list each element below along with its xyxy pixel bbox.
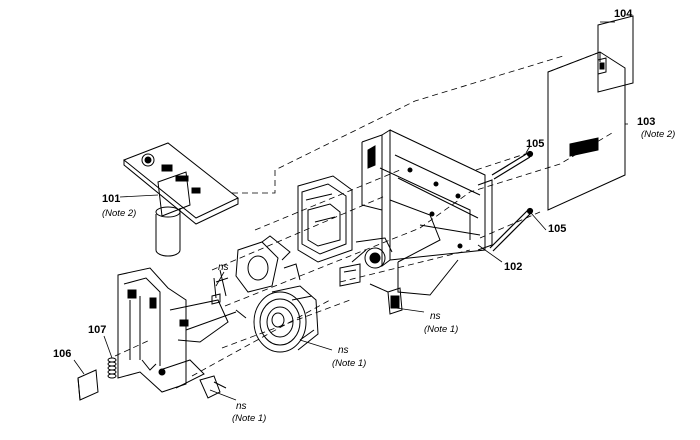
flex-connector xyxy=(369,283,403,315)
label-ns-right-note: (Note 1) xyxy=(424,324,459,335)
label-105-top: 105 xyxy=(526,138,545,150)
zoom-mechanism xyxy=(215,235,301,297)
label-106: 106 xyxy=(53,348,72,360)
label-101-note: (Note 2) xyxy=(102,208,137,219)
label-101: 101 xyxy=(102,193,121,205)
label-ns-right: ns xyxy=(430,311,441,322)
label-104: 104 xyxy=(614,8,633,20)
label-102: 102 xyxy=(504,261,523,273)
label-103: 103 xyxy=(637,116,656,128)
part-102-frame xyxy=(361,129,493,296)
label-ns-top: ns xyxy=(218,262,229,273)
part-107-spring xyxy=(107,357,117,379)
label-ns-bottom-note: (Note 1) xyxy=(232,413,267,424)
label-107: 107 xyxy=(88,324,107,336)
motor-assembly xyxy=(339,237,393,287)
label-ns-bottom: ns xyxy=(236,401,247,412)
front-chassis xyxy=(117,267,237,399)
label-ns-lens: ns xyxy=(338,345,349,356)
leader-lines xyxy=(73,21,628,401)
part-101-top-board xyxy=(123,142,239,257)
assembly-guide-lines xyxy=(114,51,613,377)
label-105-bottom: 105 xyxy=(548,223,567,235)
part-104-board xyxy=(597,15,634,93)
part-106-cap xyxy=(77,369,99,401)
lens-barrel xyxy=(235,285,319,353)
part-103-board xyxy=(547,51,626,211)
part-105-screws xyxy=(489,150,534,252)
label-103-note: (Note 2) xyxy=(641,129,676,140)
label-ns-lens-note: (Note 1) xyxy=(332,358,367,369)
ns-pin xyxy=(211,277,221,305)
shield-plate xyxy=(297,175,353,263)
